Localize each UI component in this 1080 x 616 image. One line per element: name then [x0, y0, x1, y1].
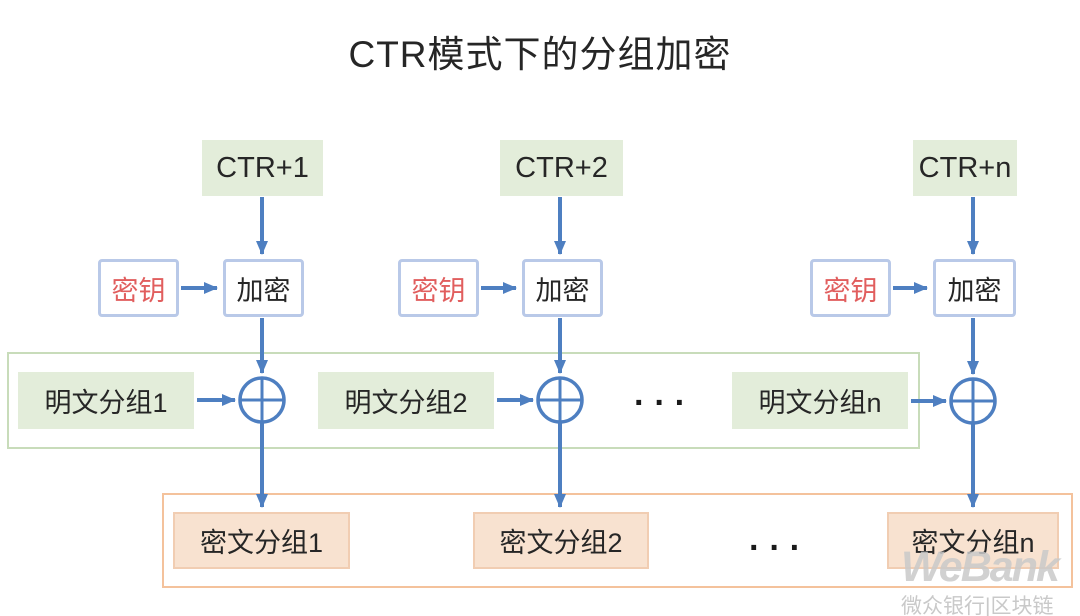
encrypt-box-2: 加密 [522, 259, 603, 317]
diagram-title: CTR模式下的分组加密 [348, 34, 732, 75]
plaintext-block-1: 明文分组1 [18, 372, 194, 429]
ctr-counter-box-1: CTR+1 [202, 140, 323, 196]
key-box-2: 密钥 [398, 259, 479, 317]
ciphertext-block-n: 密文分组n [887, 512, 1059, 569]
plaintext-block-n: 明文分组n [732, 372, 908, 429]
ctr-counter-box-2: CTR+2 [500, 140, 623, 196]
ciphertext-block-2: 密文分组2 [473, 512, 649, 569]
encrypt-box-n: 加密 [933, 259, 1016, 317]
plaintext-ellipsis: ··· [634, 384, 695, 422]
webank-logo: WeBank [901, 543, 1060, 591]
key-box-1: 密钥 [98, 259, 179, 317]
ciphertext-row-container [162, 493, 1073, 588]
plaintext-block-2: 明文分组2 [318, 372, 494, 429]
xor-symbol-n [949, 377, 997, 425]
key-box-n: 密钥 [810, 259, 891, 317]
ciphertext-ellipsis: ··· [749, 529, 810, 567]
webank-subtitle: 微众银行|区块链 [901, 595, 1054, 616]
encrypt-box-1: 加密 [223, 259, 304, 317]
ctr-counter-box-n: CTR+n [913, 140, 1017, 196]
ciphertext-block-1: 密文分组1 [173, 512, 350, 569]
webank-watermark: WeBank 微众银行|区块链 [901, 546, 1080, 616]
